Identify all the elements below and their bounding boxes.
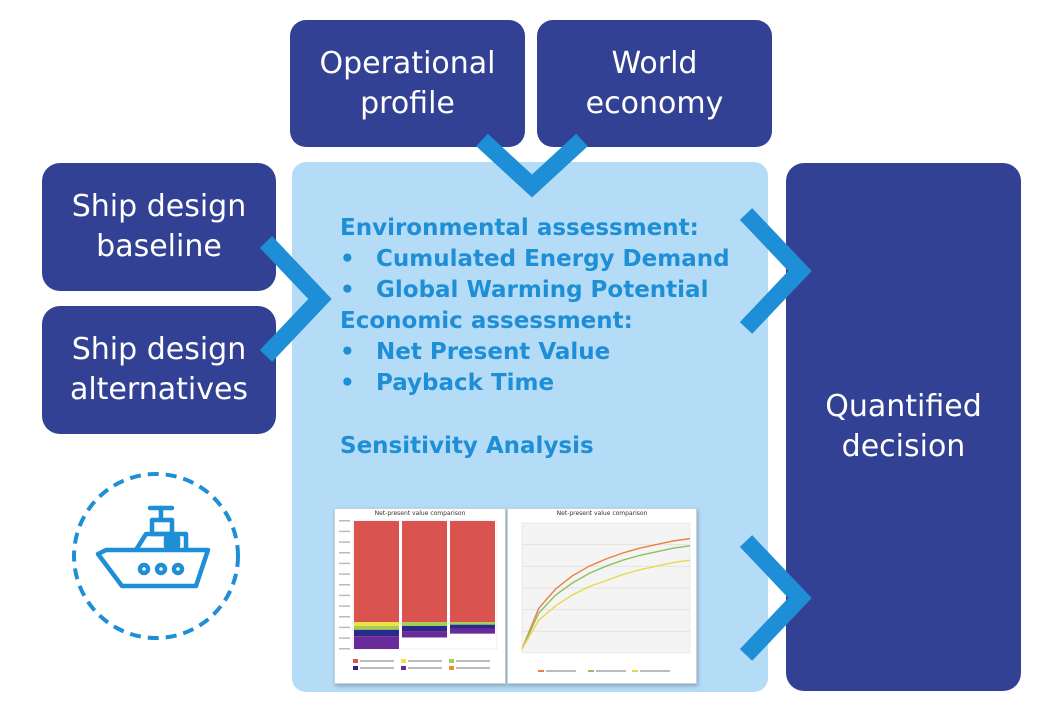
economic-heading: Economic assessment: [340, 308, 633, 334]
legend-swatch [538, 670, 544, 672]
y-tick-label [339, 573, 350, 575]
bar-segment [402, 521, 447, 623]
legend-text [408, 660, 442, 662]
legend-swatch [353, 659, 358, 663]
bar-segment [354, 629, 399, 637]
global-warming-potential: Global Warming Potential [376, 277, 709, 303]
legend-text [596, 670, 626, 672]
bar-segment [450, 622, 495, 625]
bar-segment [450, 624, 495, 629]
y-tick-label [339, 626, 350, 629]
environmental-heading: Environmental assessment: [340, 215, 699, 241]
list-item: • Payback Time [340, 368, 760, 399]
chevron-right-icon [739, 208, 812, 334]
legend-text [408, 667, 442, 669]
bar-segment [354, 625, 399, 630]
y-tick-label [339, 648, 350, 650]
y-tick-label [339, 616, 350, 618]
list-item: • Cumulated Energy Demand [340, 244, 760, 275]
y-tick-label [339, 594, 350, 597]
legend-text [456, 660, 490, 662]
bar-segment [450, 521, 495, 623]
ship-design-alternatives-label: Ship design alternatives [69, 332, 249, 407]
y-tick-label [339, 541, 350, 543]
line-chart-title: Net-present value comparison [556, 510, 648, 517]
assessment-list: Environmental assessment: • Cumulated Ene… [340, 213, 760, 399]
bar-segment [402, 622, 447, 626]
bar-chart [339, 520, 498, 670]
bar-segment [402, 631, 447, 638]
bullet: • [340, 246, 355, 272]
legend-swatch [401, 666, 406, 670]
bar-segment [402, 625, 447, 632]
series-line [521, 537, 691, 650]
ship-design-baseline-box: Ship design baseline [42, 163, 276, 291]
legend-text [456, 667, 490, 669]
quantified-decision-box: Quantified decision [786, 163, 1021, 691]
operational-profile-label: Operational profile [319, 45, 496, 121]
bar-segment [450, 628, 495, 634]
line-chart [521, 522, 691, 672]
chevron-right-icon [259, 236, 332, 362]
legend-swatch [449, 659, 454, 663]
list-item: • Net Present Value [340, 337, 760, 368]
y-tick-label [339, 605, 350, 607]
bar-chart-title: Net-present value comparison [374, 510, 466, 517]
legend-swatch [449, 666, 454, 670]
legend-swatch [401, 659, 406, 663]
payback-time: Payback Time [376, 370, 555, 396]
net-present-value: Net Present Value [376, 339, 611, 365]
y-tick-label [339, 584, 350, 586]
legend-text [640, 670, 670, 672]
y-tick-label [339, 520, 350, 522]
chevron-down-icon [476, 133, 588, 198]
bar-chart-thumbnail: Net-present value comparison [334, 508, 506, 684]
cumulated-energy-demand: Cumulated Energy Demand [376, 246, 730, 272]
sensitivity-analysis-heading: Sensitivity Analysis [340, 433, 594, 459]
bar-segment [354, 636, 399, 649]
y-tick-label [339, 552, 350, 554]
bullet: • [340, 277, 355, 303]
line-chart-thumbnail: Net-present value comparison [507, 508, 697, 684]
world-economy-label: World economy [585, 45, 724, 121]
y-tick-label [339, 530, 350, 533]
list-item: • Global Warming Potential [340, 275, 760, 306]
legend-text [360, 667, 394, 669]
legend-swatch [632, 670, 638, 672]
bar-segment [354, 521, 399, 623]
ship-icon [72, 472, 240, 640]
world-economy-box: World economy [537, 20, 772, 147]
quantified-decision-label: Quantified decision [825, 389, 982, 464]
legend-swatch [588, 670, 594, 672]
ship-design-baseline-label: Ship design baseline [71, 189, 247, 264]
legend-text [546, 670, 576, 672]
legend-text [360, 660, 394, 662]
y-tick-label [339, 562, 350, 565]
operational-profile-box: Operational profile [290, 20, 525, 147]
legend-swatch [353, 666, 358, 670]
series-line [521, 559, 691, 650]
y-tick-label [339, 637, 350, 639]
ship-design-alternatives-box: Ship design alternatives [42, 306, 276, 434]
bullet: • [340, 370, 355, 396]
chevron-right-icon [739, 535, 812, 661]
bar-segment [354, 622, 399, 626]
series-line [521, 545, 691, 650]
bullet: • [340, 339, 355, 365]
